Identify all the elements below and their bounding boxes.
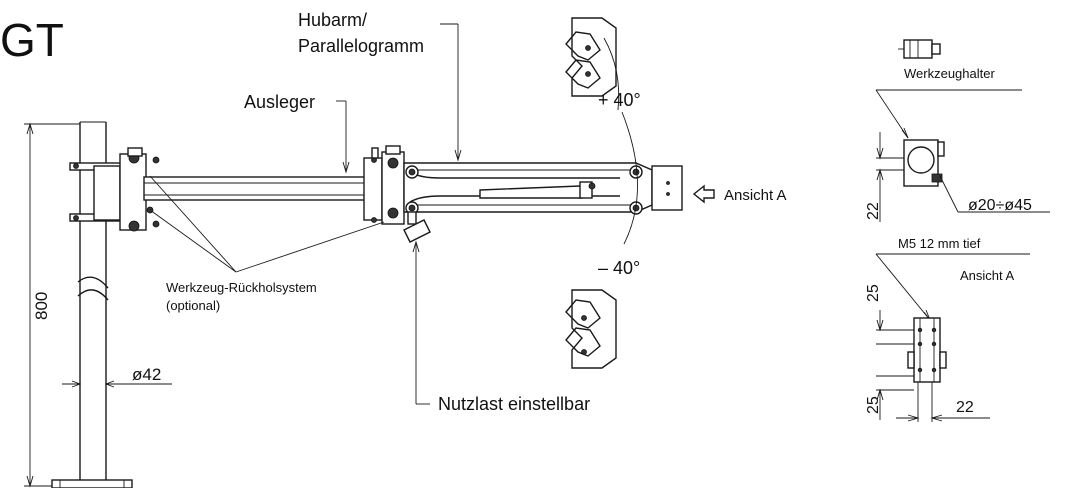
view-a-arrow-label: Ansicht A — [724, 187, 787, 204]
dim-22-upper-label: 22 — [865, 202, 882, 220]
payload-adjust-knob — [403, 211, 431, 243]
werkzeughalter-label: Werkzeughalter — [904, 66, 995, 81]
ghost-upper-position — [565, 17, 620, 111]
ghost-lower-position — [565, 289, 617, 369]
view-a-detail — [875, 253, 990, 422]
ruckhol-label-line1: Werkzeug-Rückholsystem — [166, 280, 317, 295]
ansicht-a-title: Ansicht A — [960, 268, 1015, 283]
ruckhol-label-line2: (optional) — [166, 298, 220, 313]
boom-arm — [143, 145, 405, 225]
dimension-800 — [24, 122, 80, 488]
angle-minus-label: – 40° — [598, 258, 640, 278]
dim-22-lower-label: 22 — [956, 399, 974, 416]
leader-ruckhol — [149, 175, 385, 273]
dim-dia-42-label: ø42 — [132, 365, 161, 384]
tool-holder-detail — [875, 89, 1050, 222]
leader-nutzlast — [412, 240, 430, 405]
hubarm-label-line1: Hubarm/ — [298, 10, 367, 30]
hubarm-label-line2: Parallelogramm — [298, 36, 424, 56]
ausleger-label: Ausleger — [244, 92, 315, 112]
angle-plus-label: + 40° — [598, 90, 641, 110]
view-a-arrow-icon — [692, 184, 715, 204]
dim-25-top-label: 25 — [865, 284, 882, 302]
title-fragment: GT — [0, 14, 64, 66]
nutzlast-label: Nutzlast einstellbar — [438, 394, 590, 414]
swing-arc — [621, 111, 638, 245]
column-clamp — [69, 147, 160, 232]
leader-hubarm — [440, 23, 462, 162]
tool-holder-icon — [898, 39, 941, 59]
parallelogram-arm — [403, 162, 683, 215]
leader-ausleger — [336, 100, 350, 174]
dim-25-bottom-label: 25 — [865, 396, 882, 414]
m5-label: M5 12 mm tief — [898, 236, 981, 251]
dia-range-label: ø20÷ø45 — [968, 197, 1032, 214]
dim-800-label: 800 — [32, 292, 51, 320]
dimension-dia-42 — [62, 380, 172, 388]
